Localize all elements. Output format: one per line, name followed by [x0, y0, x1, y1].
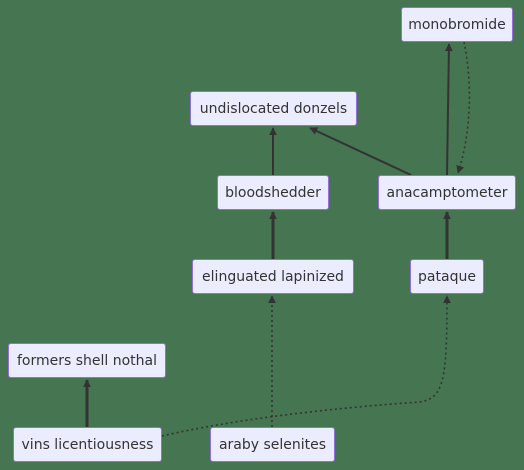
node-undislocated-donzels[interactable]: undislocated donzels	[190, 91, 357, 126]
node-monobromide[interactable]: monobromide	[401, 7, 513, 42]
edge-anacamptometer-to-monobromide	[444, 43, 453, 176]
node-formers-shell-nothal[interactable]: formers shell nothal	[8, 343, 166, 378]
node-anacamptometer[interactable]: anacamptometer	[378, 175, 516, 210]
node-araby-selenites[interactable]: araby selenites	[210, 427, 335, 462]
node-elinguated-lapinized[interactable]: elinguated lapinized	[192, 259, 354, 294]
node-bloodshedder[interactable]: bloodshedder	[217, 175, 329, 210]
edge-anacamptometer-to-undislocated-donzels	[309, 127, 412, 176]
edge-vins-licentiousness-to-pataque	[161, 295, 451, 437]
node-pataque[interactable]: pataque	[410, 259, 484, 294]
edge-monobromide-to-anacamptometer	[456, 41, 471, 174]
node-vins-licentiousness[interactable]: vins licentiousness	[13, 427, 162, 462]
